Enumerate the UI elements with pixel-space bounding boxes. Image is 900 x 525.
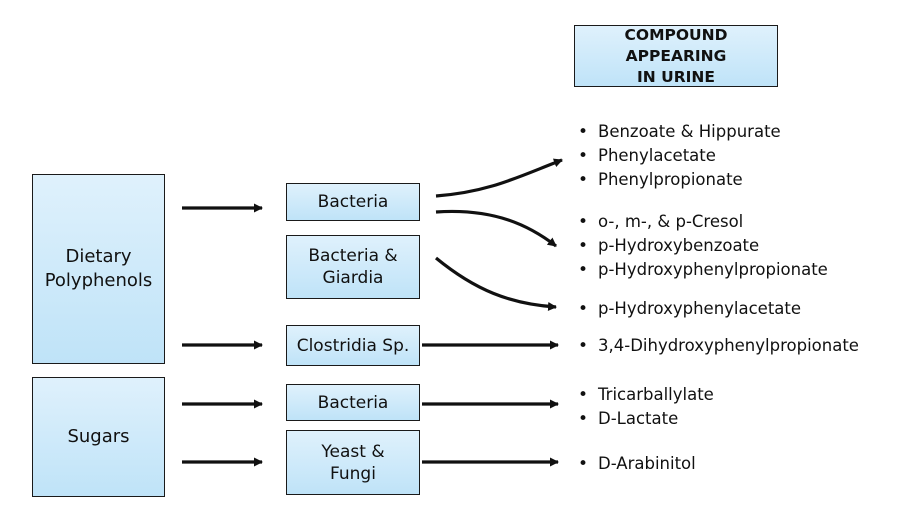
compound-list-1: Benzoate & Hippurate Phenylacetate Pheny…	[576, 120, 781, 192]
dietary-polyphenols-line-1: Dietary	[65, 246, 132, 267]
yeast-fungi-box: Yeast & Fungi	[286, 430, 420, 495]
compound-list-3: p-Hydroxyphenylacetate	[576, 297, 801, 321]
bacteria-label-2: Bacteria	[317, 392, 389, 413]
dietary-polyphenols-line-2: Polyphenols	[44, 270, 153, 291]
compound-item: 3,4-Dihydroxyphenylpropionate	[576, 334, 859, 358]
compound-item: Phenylpropionate	[576, 168, 781, 192]
compound-item: D-Lactate	[576, 407, 714, 431]
clostridia-box: Clostridia Sp.	[286, 325, 420, 366]
bacteria-giardia-box: Bacteria & Giardia	[286, 235, 420, 299]
compound-prefix: D	[598, 454, 611, 473]
sugars-label: Sugars	[67, 426, 130, 447]
compound-item: Phenylacetate	[576, 144, 781, 168]
compound-list-2: o-, m-, & p-Cresol p-Hydroxybenzoate p-H…	[576, 210, 828, 282]
compound-text: -Lactate	[610, 409, 679, 428]
clostridia-label: Clostridia Sp.	[296, 335, 410, 356]
yeast-fungi-line-2: Fungi	[330, 463, 376, 484]
arrow-giardia-to-group3	[434, 256, 557, 311]
dietary-polyphenols-box: Dietary Polyphenols	[32, 174, 165, 364]
compound-text: -Arabinitol	[610, 454, 696, 473]
header-box: COMPOUND APPEARING IN URINE	[574, 25, 778, 87]
compound-list-5: Tricarballylate D-Lactate	[576, 383, 714, 431]
bacteria-box-1: Bacteria	[286, 183, 420, 221]
compound-item: o-, m-, & p-Cresol	[576, 210, 828, 234]
compound-prefix: D	[598, 409, 611, 428]
bacteria-box-2: Bacteria	[286, 384, 420, 421]
compound-list-4: 3,4-Dihydroxyphenylpropionate	[576, 334, 859, 358]
arrow-bacteria-to-group1	[435, 158, 563, 198]
compound-item: p-Hydroxyphenylpropionate	[576, 258, 828, 282]
compound-item: Benzoate & Hippurate	[576, 120, 781, 144]
header-line-2: IN URINE	[637, 67, 715, 86]
arrow-bacteria-to-group2	[435, 209, 557, 248]
bacteria-label-1: Bacteria	[317, 192, 389, 212]
compound-item: D-Arabinitol	[576, 452, 696, 476]
compound-item: Tricarballylate	[576, 383, 714, 407]
compound-list-6: D-Arabinitol	[576, 452, 696, 476]
bacteria-giardia-line-1: Bacteria &	[308, 246, 398, 266]
sugars-box: Sugars	[32, 377, 165, 497]
compound-item: p-Hydroxyphenylacetate	[576, 297, 801, 321]
compound-item: p-Hydroxybenzoate	[576, 234, 828, 258]
header-line-1: COMPOUND APPEARING	[624, 25, 728, 65]
yeast-fungi-line-1: Yeast &	[321, 441, 385, 462]
bacteria-giardia-line-2: Giardia	[322, 268, 384, 288]
